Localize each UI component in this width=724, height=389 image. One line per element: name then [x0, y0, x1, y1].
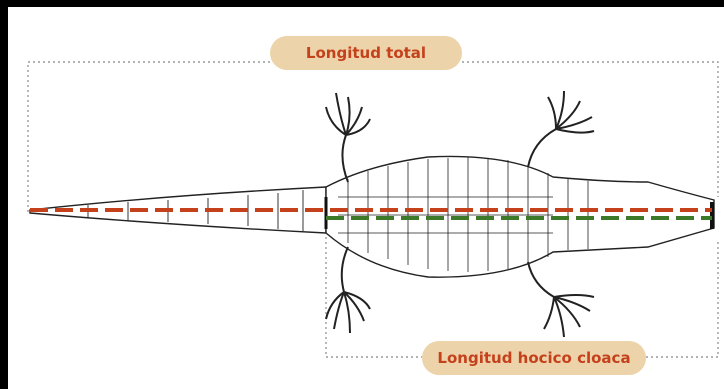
snout-vent-length-label: Longitud hocico cloaca: [422, 341, 646, 375]
total-length-label: Longitud total: [270, 36, 462, 70]
front-right-leg: [326, 247, 370, 333]
hind-left-leg: [528, 91, 594, 167]
lizard-illustration: [30, 91, 714, 337]
diagram-frame: Longitud total Longitud hocico cloaca: [8, 7, 724, 389]
front-left-leg: [326, 93, 370, 182]
hind-right-leg: [528, 262, 594, 337]
